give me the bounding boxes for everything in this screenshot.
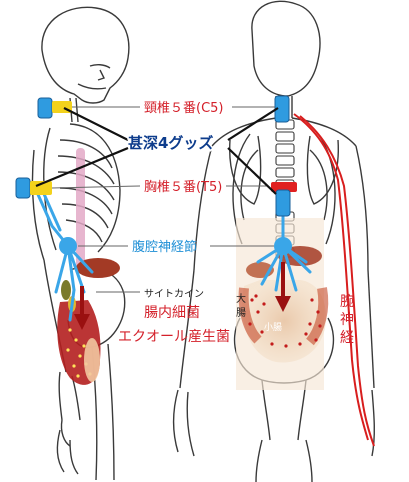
arm-nerve-lines [293, 113, 375, 447]
left-skeleton [31, 6, 130, 481]
large-intestine-label-1: 大 [236, 292, 246, 305]
equol-bacteria-label: エクオール産生菌 [118, 329, 230, 345]
left-celiac-ganglion [59, 237, 77, 255]
arm-nerve-label-2: 神 [340, 312, 354, 328]
cervical-label: 頸椎５番(C5) [144, 101, 224, 116]
left-organs [57, 148, 120, 385]
right-thoracic-device [271, 182, 297, 217]
center-connector-lines [35, 107, 279, 195]
celiac-ganglion-label: 腹腔神経節 [132, 239, 197, 255]
large-intestine-area [242, 280, 326, 363]
arm-nerve-label-1: 腕 [340, 294, 354, 310]
organ-liver [76, 258, 120, 278]
small-intestine-label: 小腸 [264, 322, 282, 333]
arm-nerve-label-3: 経 [340, 330, 354, 346]
right-celiac-ganglion [274, 237, 292, 255]
organ-green [61, 280, 71, 300]
left-thoracic-device [15, 177, 52, 199]
left-cervical-device [37, 97, 72, 119]
thoracic-label: 胸椎５番(T5) [144, 180, 222, 195]
right-bacteria-dots [248, 294, 322, 348]
left-red-arrow [74, 286, 90, 330]
sympathetic-trunk [76, 148, 85, 268]
gut-bacteria-label: 腸内細菌 [144, 305, 200, 321]
right-red-arrow [275, 262, 291, 312]
large-intestine-label-2: 腸 [236, 307, 246, 319]
cytokine-label: サイトカイン [144, 288, 204, 300]
leader-lines [51, 106, 275, 293]
center-product-label: 甚深4グッズ [128, 134, 213, 152]
